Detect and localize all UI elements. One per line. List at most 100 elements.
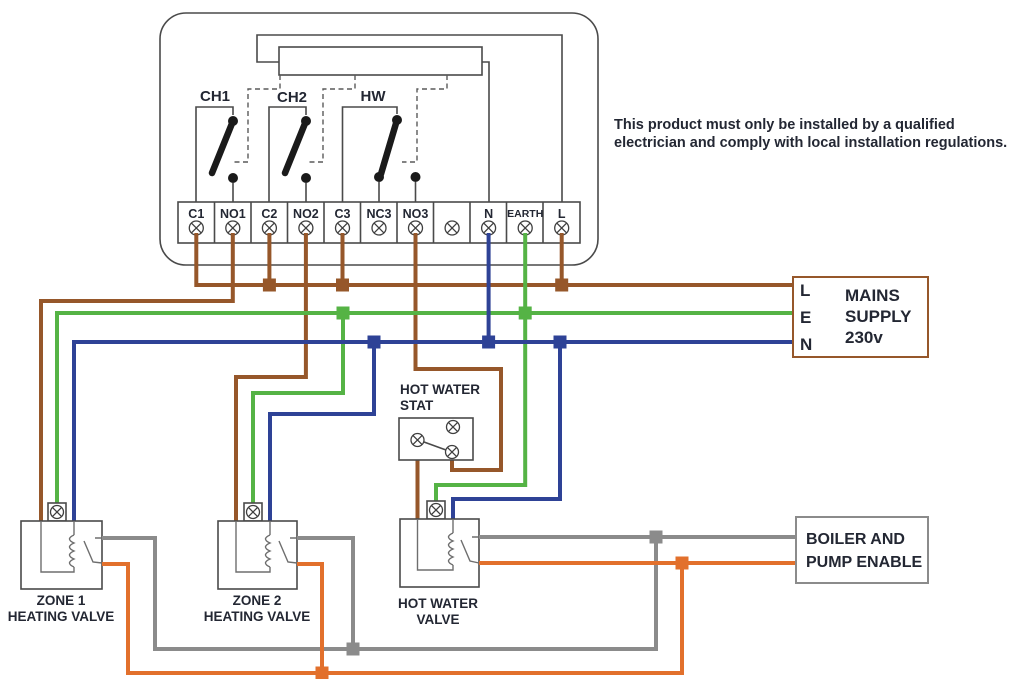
contact-dot [228,173,238,183]
mains-label: MAINS [845,286,900,305]
junction-node [336,306,350,320]
orange-zone2-branch [297,562,324,673]
valve-inner-wiring [235,521,271,573]
neutral-branch-hw-valve [451,342,562,519]
terminal-label: N [484,207,493,221]
programmer-outline [159,12,599,266]
channel-label-hw: HW [361,88,387,105]
mains-outline [792,276,929,358]
channel-label-ch2: CH2 [277,89,307,106]
mains-supply-box: L E N MAINS SUPPLY 230v [792,276,929,358]
junction-node [367,335,381,349]
junction-node [336,278,349,292]
contact-dot [301,173,311,183]
valve-inner-wiring [416,519,454,571]
mains-terminal-l: L [800,281,810,300]
terminal-separators [213,202,544,243]
terminal-label: NO3 [403,207,429,221]
stat-outline [398,417,474,461]
valve-label: HEATING VALVE [8,609,115,624]
linkage-ch2 [307,75,356,163]
boiler-label: PUMP ENABLE [806,554,922,571]
terminal-label: NO2 [293,207,319,221]
control-linkages [232,75,448,163]
earth-branch-zone2 [251,313,345,503]
valve-label: HOT WATER [398,596,478,611]
stat-switch-contact [423,441,447,451]
junction-node [675,556,689,570]
junction-nodes [262,278,569,349]
live-bus-c1-to-mains [194,233,793,287]
valve-switch [460,536,480,564]
junction-node [315,666,329,679]
switch-arm [377,116,401,178]
valve-label: VALVE [416,612,459,627]
mains-label: SUPPLY [845,307,912,326]
linkage-ch1 [232,75,281,163]
neutral-bus [72,340,793,521]
grey-zone1-loop [102,536,658,651]
grey-zone2-branch [297,536,355,649]
junction-node [555,278,569,292]
mains-terminal-n: N [800,335,812,354]
notice-line: This product must only be installed by a… [614,117,955,133]
mains-terminal-e: E [800,308,811,327]
neutral-branch-zone2 [268,342,376,521]
terminal-label: EARTH [507,208,543,220]
terminal-label: L [558,207,566,221]
linkage-hw [402,75,448,163]
switch-ch2 [268,106,311,202]
valve-label: ZONE 1 [37,593,86,608]
valve-switch [83,537,103,564]
channel-label-ch1: CH1 [200,88,230,105]
terminal-label: NO1 [220,207,246,221]
junction-node [649,530,663,544]
switch-arm [281,117,310,177]
neutral-wires [72,233,793,521]
earth-wires [55,233,793,503]
boiler-outline [795,516,929,584]
boiler-label: BOILER AND [806,531,905,548]
stat-label: STAT [400,398,434,413]
terminal-label: C2 [261,207,277,221]
zone2-valve: ZONE 2 HEATING VALVE [204,502,310,624]
junction-node [346,642,360,656]
junction-node [518,306,532,320]
hot-water-valve: HOT WATER VALVE [398,500,480,627]
junction-node [553,335,567,349]
hot-water-stat: HOT WATER STAT [398,382,480,461]
terminal-strip: C1 NO1 C2 NO2 C3 NC3 NO3 N EARTH L [177,201,581,244]
installation-notice: This product must only be installed by a… [614,117,1007,151]
internal-supply-bus [256,34,563,202]
earth-bus [55,311,793,503]
enable-junction-nodes [315,530,689,679]
junction-node [262,278,276,292]
live-no1-to-zone1 [39,233,235,521]
valve-outline [20,520,103,590]
terminal-label: C3 [335,207,351,221]
valve-inner-wiring [40,521,75,573]
contact-dot [374,172,384,182]
switch-ch1 [195,106,238,202]
stat-label: HOT WATER [400,382,480,397]
programmer-box: CH1 CH2 HW C1 NO1 C2 NO2 C3 NC3 NO3 N EA… [159,12,599,266]
valve-label: ZONE 2 [233,593,282,608]
internal-front-bar [278,46,483,76]
switch-arm [208,117,237,177]
contact-dot [410,172,421,182]
valve-outline [217,520,298,590]
enable-orange-wires [102,561,796,675]
earth-terminal-to-hw-valve [434,233,528,501]
notice-line: electrician and comply with local instal… [614,135,1007,151]
valve-switch [278,537,298,564]
live-wires [39,233,793,521]
junction-node [482,335,496,349]
orange-zone1-loop [102,562,684,675]
boiler-enable-box: BOILER AND PUMP ENABLE [795,516,929,584]
terminal-label: NC3 [366,207,391,221]
live-no3-to-stat [413,233,503,472]
mains-label: 230v [845,328,883,347]
enable-grey-wires [102,535,796,651]
zone1-valve: ZONE 1 HEATING VALVE [8,502,115,624]
